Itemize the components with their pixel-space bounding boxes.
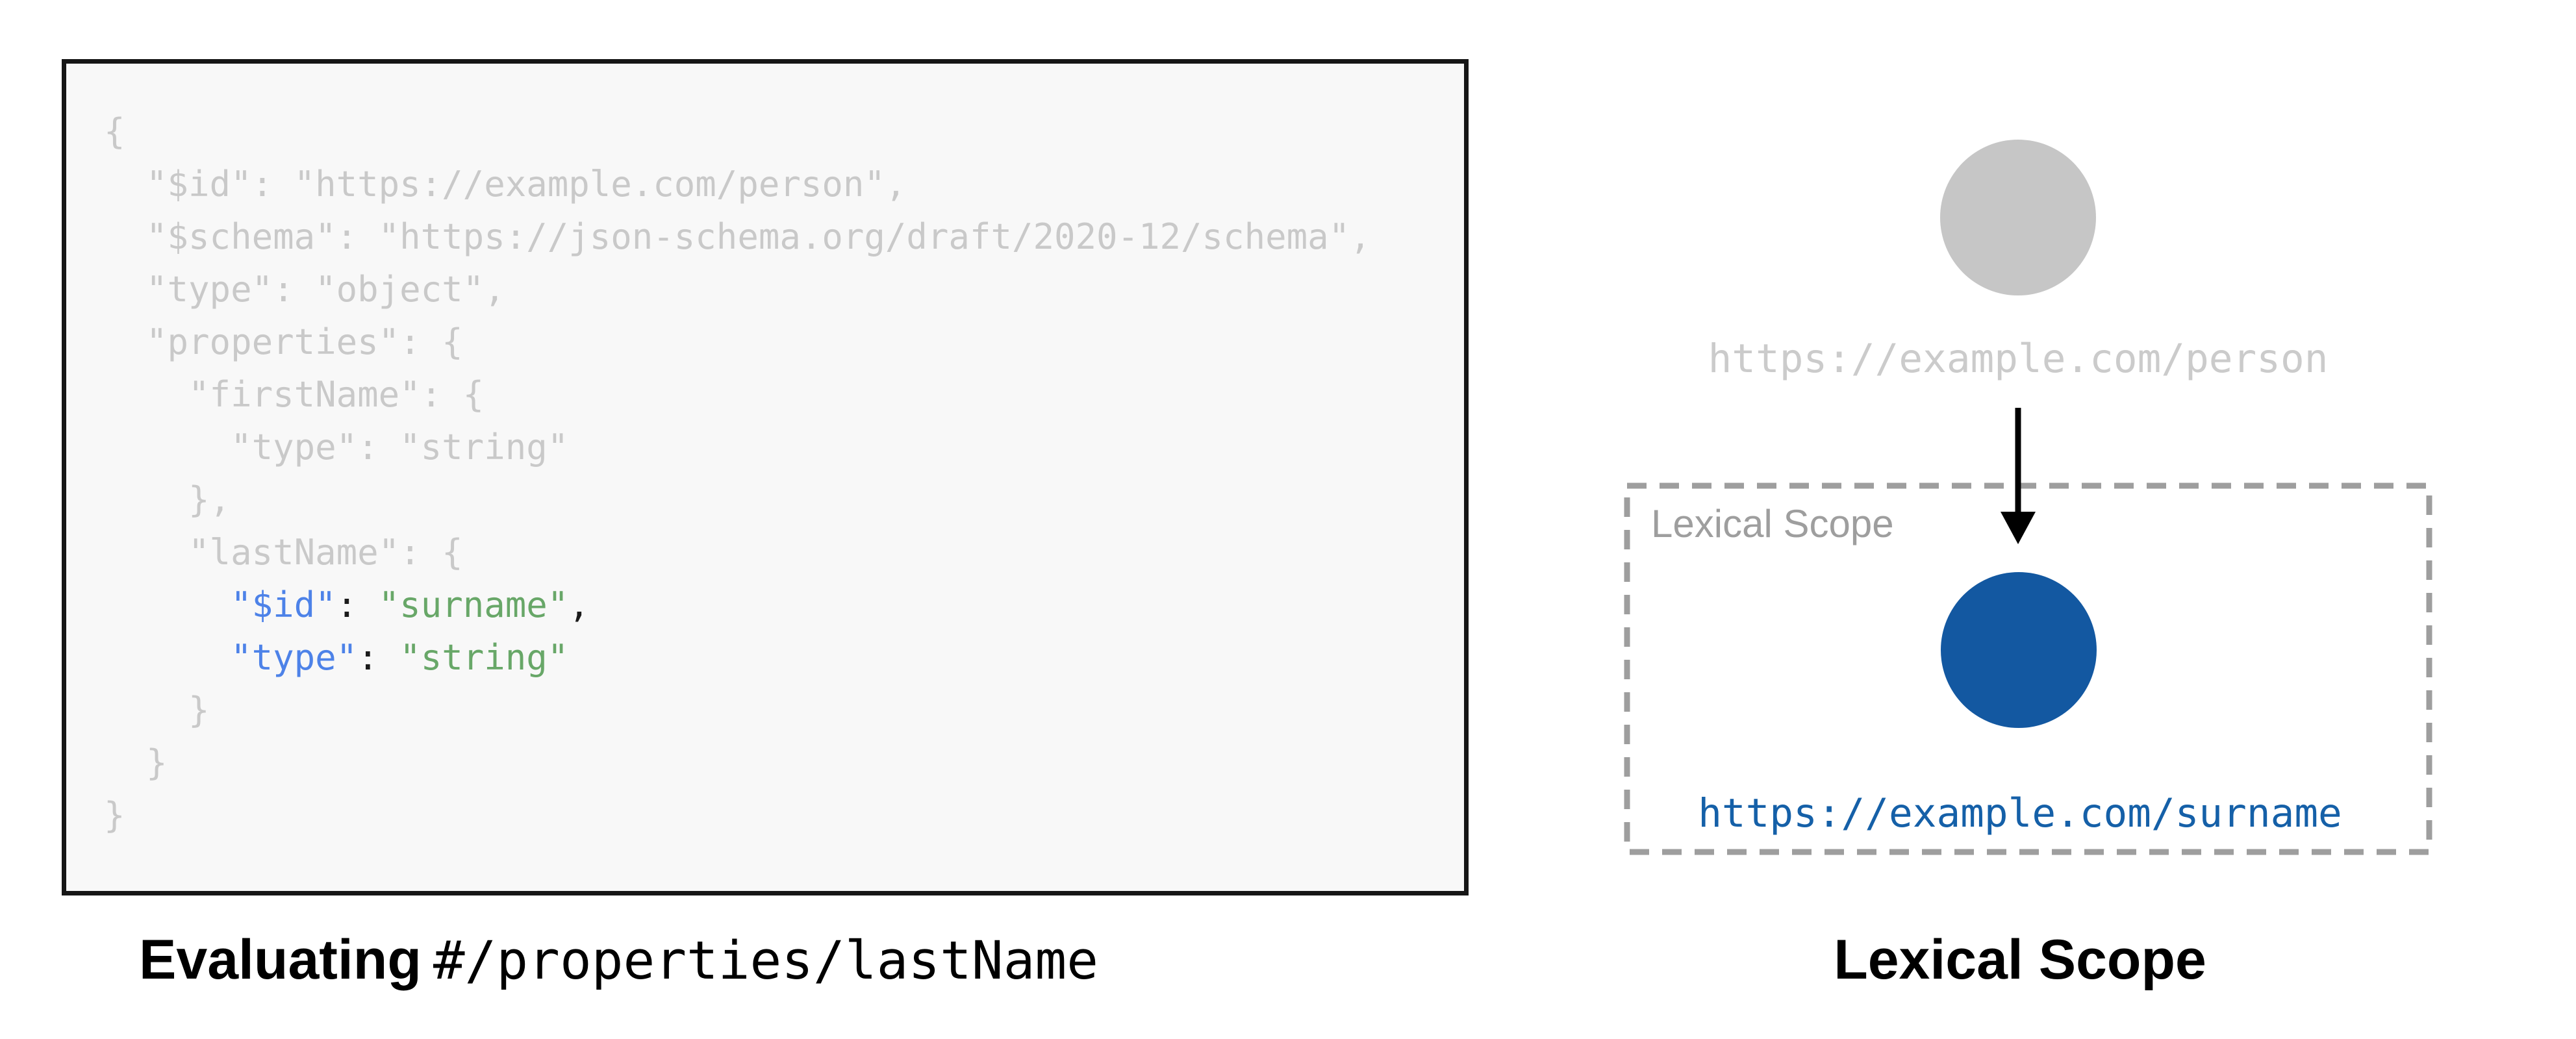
code-line: "$id": "https://example.com/person", — [104, 164, 907, 205]
code-line: "properties": { — [104, 321, 463, 362]
code-line: "firstName": { — [104, 374, 485, 415]
code-line: "$schema": "https://json-schema.org/draf… — [104, 216, 1371, 257]
parent-schema-uri: https://example.com/person — [1708, 336, 2329, 382]
child-schema-node — [1941, 572, 2097, 728]
code-line: "type": "string" — [104, 427, 569, 468]
parent-schema-node — [1940, 140, 2096, 295]
code-line: } — [104, 795, 125, 836]
code-line: } — [104, 690, 210, 731]
code-line: "type": "string" — [231, 637, 569, 678]
lexical-scope-box-label: Lexical Scope — [1651, 502, 1894, 545]
code-line: "type": "object", — [104, 269, 505, 310]
schema-code-box: { "$id": "https://example.com/person", "… — [62, 59, 1469, 895]
code-line: } — [104, 742, 168, 783]
code-block: { "$id": "https://example.com/person", "… — [104, 105, 1371, 842]
lexical-scope-dashed-box — [1624, 482, 2432, 855]
arrow-down-icon — [2001, 408, 2036, 544]
code-caption-pointer: #/properties/lastName — [433, 931, 1098, 992]
code-line: "$id": "surname", — [231, 584, 590, 625]
code-line: "lastName": { — [104, 532, 463, 573]
diagram-caption: Lexical Scope — [1834, 929, 2206, 991]
code-caption: Evaluating#/properties/lastName — [139, 928, 1098, 992]
code-line: { — [104, 111, 125, 152]
code-line: }, — [104, 479, 231, 520]
child-schema-uri: https://example.com/surname — [1698, 790, 2342, 836]
code-caption-evaluating: Evaluating — [139, 929, 422, 991]
